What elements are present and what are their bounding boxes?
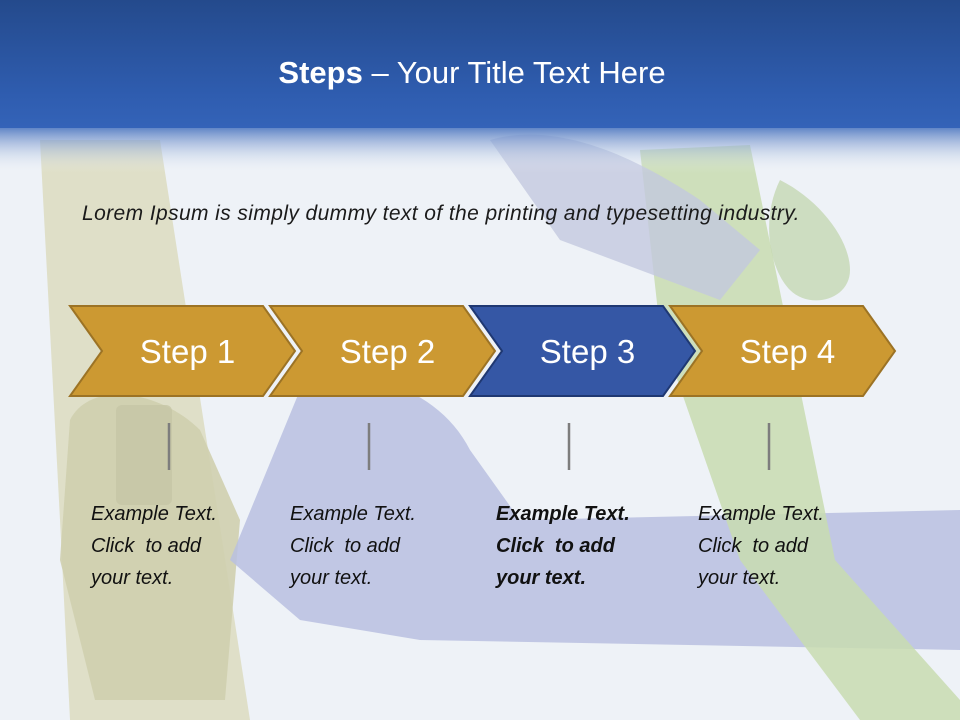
step-label-4: Step 4 (740, 333, 835, 370)
step-text-2[interactable]: Example Text. Click to add your text. (290, 498, 470, 594)
step-text-line: Example Text. (698, 503, 824, 525)
step-arrow-4 (668, 305, 897, 397)
step-text-line: Click to add (698, 535, 809, 557)
step-text-4[interactable]: Example Text. Click to add your text. (698, 498, 878, 594)
step-text-line: Example Text. (91, 503, 217, 525)
step-arrow-2 (268, 305, 497, 397)
step-text-line: Click to add (91, 535, 202, 557)
step-text-line: your text. (290, 567, 373, 589)
step-label-2: Step 2 (340, 333, 435, 370)
step-label-1: Step 1 (140, 333, 235, 370)
step-text-line: Example Text. (496, 503, 630, 525)
step-text-1[interactable]: Example Text. Click to add your text. (91, 498, 271, 594)
step-text-line: your text. (496, 567, 587, 589)
title-bold: Steps (278, 55, 363, 90)
step-text-line: your text. (91, 567, 174, 589)
step-label-3: Step 3 (540, 333, 635, 370)
step-text-line: Click to add (290, 535, 401, 557)
step-arrow-1 (68, 305, 297, 397)
title-rest: – Your Title Text Here (362, 55, 666, 90)
intro-text: Lorem Ipsum is simply dummy text of the … (82, 202, 800, 225)
step-text-line: your text. (698, 567, 781, 589)
step-text-line: Click to add (496, 535, 615, 557)
slide-title: Steps – Your Title Text Here (0, 55, 944, 91)
step-text-3[interactable]: Example Text. Click to add your text. (496, 498, 676, 594)
step-arrow-3 (468, 305, 697, 397)
step-text-line: Example Text. (290, 503, 416, 525)
